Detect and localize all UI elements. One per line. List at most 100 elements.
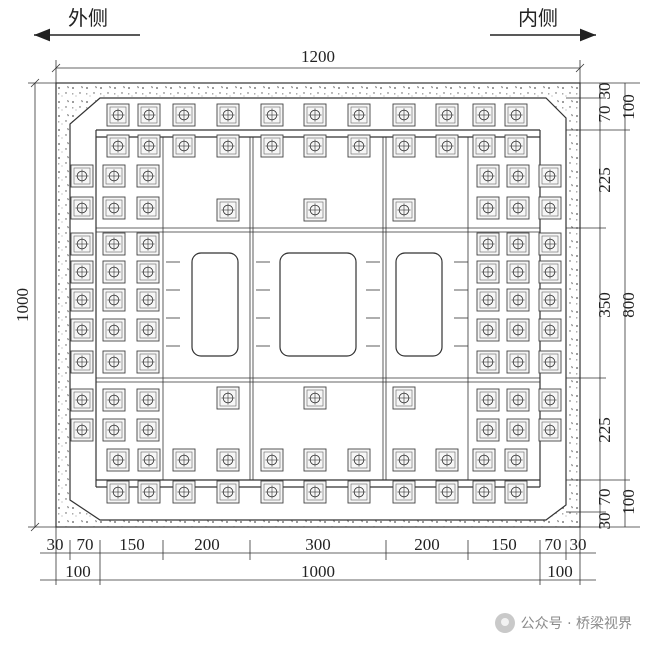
connector-plate bbox=[136, 164, 160, 188]
connector-plate bbox=[538, 388, 562, 412]
dim-right-70-top: 70 bbox=[595, 106, 614, 123]
connector-plate bbox=[70, 388, 94, 412]
connector-plate bbox=[538, 260, 562, 284]
wechat-icon bbox=[494, 613, 515, 633]
connector-plate bbox=[137, 103, 161, 127]
connector-plate bbox=[538, 350, 562, 374]
connector-plate bbox=[303, 448, 327, 472]
connector-plate bbox=[102, 164, 126, 188]
connector-plate bbox=[106, 448, 130, 472]
dim-right-100-top: 100 bbox=[619, 94, 638, 120]
connector-plate bbox=[476, 260, 500, 284]
outside-direction: 外侧 bbox=[34, 6, 140, 42]
connector-plate bbox=[136, 288, 160, 312]
connector-plate bbox=[392, 134, 416, 158]
dim-bottom-70-right: 70 bbox=[545, 535, 562, 554]
connector-plate bbox=[504, 480, 528, 504]
dim-bottom-100-right: 100 bbox=[547, 562, 573, 581]
connector-plate bbox=[102, 350, 126, 374]
connector-plate bbox=[102, 418, 126, 442]
connector-plate bbox=[472, 448, 496, 472]
connector-plate bbox=[506, 318, 530, 342]
connector-plate bbox=[172, 134, 196, 158]
connector-plate bbox=[70, 196, 94, 220]
connector-plate bbox=[476, 164, 500, 188]
connector-plate bbox=[347, 448, 371, 472]
connector-plate bbox=[347, 103, 371, 127]
connector-plate bbox=[70, 418, 94, 442]
connector-plate bbox=[137, 134, 161, 158]
connector-plates bbox=[70, 103, 562, 504]
connector-plate bbox=[70, 350, 94, 374]
connector-plate bbox=[102, 288, 126, 312]
connector-plate bbox=[476, 388, 500, 412]
connector-plate bbox=[504, 448, 528, 472]
connector-plate bbox=[504, 134, 528, 158]
connector-plate bbox=[392, 198, 416, 222]
connector-plate bbox=[70, 232, 94, 256]
connector-plate bbox=[538, 164, 562, 188]
connector-plate bbox=[303, 103, 327, 127]
connector-plate bbox=[260, 103, 284, 127]
right-dimensions: 30 70 100 225 350 800 225 70 30 100 bbox=[566, 83, 640, 530]
watermark-text: 公众号 · 桥梁视界 bbox=[520, 616, 632, 632]
connector-plate bbox=[472, 134, 496, 158]
connector-plate bbox=[172, 103, 196, 127]
connector-plate bbox=[102, 196, 126, 220]
connector-plate bbox=[136, 388, 160, 412]
bottom-dimensions: 30 70 150 200 300 200 150 70 30 100 1000… bbox=[40, 527, 596, 585]
connector-plate bbox=[538, 288, 562, 312]
connector-plate bbox=[476, 196, 500, 220]
connector-plate bbox=[106, 103, 130, 127]
connector-plate bbox=[70, 318, 94, 342]
connector-plate bbox=[102, 388, 126, 412]
connector-plate bbox=[137, 480, 161, 504]
connector-plate bbox=[435, 480, 459, 504]
connector-plate bbox=[504, 103, 528, 127]
connector-plate bbox=[70, 288, 94, 312]
connector-plate bbox=[506, 350, 530, 374]
connector-plate bbox=[476, 232, 500, 256]
dim-total-width: 1200 bbox=[301, 47, 335, 66]
connector-plate bbox=[216, 386, 240, 410]
connector-plate bbox=[260, 480, 284, 504]
connector-plate bbox=[538, 418, 562, 442]
connector-plate bbox=[392, 386, 416, 410]
connector-plate bbox=[172, 448, 196, 472]
dim-total-height: 1000 bbox=[13, 288, 32, 322]
connector-plate bbox=[136, 196, 160, 220]
connector-plate bbox=[392, 103, 416, 127]
connector-plate bbox=[136, 260, 160, 284]
connector-plate bbox=[435, 103, 459, 127]
dim-right-30-top: 30 bbox=[595, 83, 614, 100]
connector-plate bbox=[102, 232, 126, 256]
dim-right-350: 350 bbox=[595, 292, 614, 318]
left-dimension: 1000 bbox=[13, 78, 56, 532]
inside-direction: 内侧 bbox=[490, 6, 596, 42]
connector-plate bbox=[136, 418, 160, 442]
connector-plate bbox=[260, 448, 284, 472]
dim-bottom-300: 300 bbox=[305, 535, 331, 554]
connector-plate bbox=[216, 134, 240, 158]
openings bbox=[191, 252, 443, 357]
connector-plate bbox=[476, 288, 500, 312]
dim-right-100-bottom: 100 bbox=[619, 489, 638, 515]
connector-plate bbox=[70, 164, 94, 188]
connector-plate bbox=[102, 318, 126, 342]
connector-plate bbox=[303, 134, 327, 158]
connector-plate bbox=[538, 318, 562, 342]
connector-plate bbox=[303, 386, 327, 410]
connector-plate bbox=[303, 480, 327, 504]
dim-bottom-1000: 1000 bbox=[301, 562, 335, 581]
connector-plate bbox=[303, 198, 327, 222]
connector-plate bbox=[506, 260, 530, 284]
dim-right-70-bottom: 70 bbox=[595, 489, 614, 506]
connector-plate bbox=[216, 448, 240, 472]
top-dimension: 1200 bbox=[51, 47, 585, 84]
connector-plate bbox=[476, 318, 500, 342]
connector-plate bbox=[106, 480, 130, 504]
dim-bottom-150-right: 150 bbox=[491, 535, 517, 554]
connector-plate bbox=[472, 480, 496, 504]
dim-bottom-150-left: 150 bbox=[119, 535, 145, 554]
